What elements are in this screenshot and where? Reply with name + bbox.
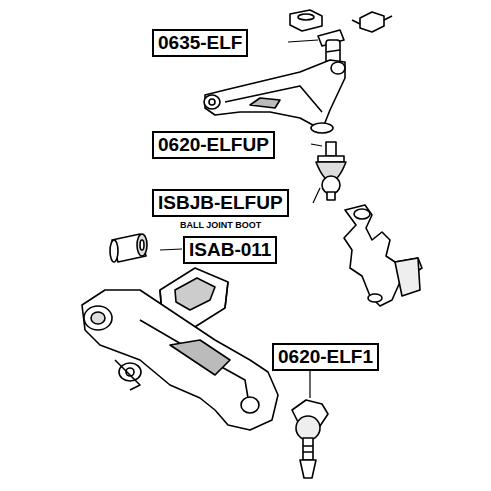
part-number-box: ISAB-011 xyxy=(183,236,277,264)
part-number: 0620-ELFUP xyxy=(152,131,275,159)
part-number: ISBJB-ELFUP xyxy=(152,189,289,217)
part-number: 0635-ELF xyxy=(152,29,248,57)
nut xyxy=(290,10,322,31)
part-number: 0620-ELF1 xyxy=(272,343,379,371)
upper-control-arm xyxy=(204,60,345,133)
lower-ball-joint xyxy=(292,400,328,478)
part-number: ISAB-011 xyxy=(183,236,277,264)
part-name: BALL JOINT BOOT xyxy=(152,220,289,231)
part-number-box: 0635-ELF xyxy=(152,29,248,57)
part-number-box: 0620-ELF1 xyxy=(272,343,379,371)
steering-knuckle xyxy=(344,205,422,306)
part-number-box: 0620-ELFUP xyxy=(152,131,275,159)
bushing xyxy=(110,234,147,262)
upper-ball-joint xyxy=(316,142,346,200)
castle-nut xyxy=(352,12,392,32)
part-number-box: ISBJB-ELFUP BALL JOINT BOOT xyxy=(152,189,289,231)
lower-control-arm xyxy=(82,290,278,430)
